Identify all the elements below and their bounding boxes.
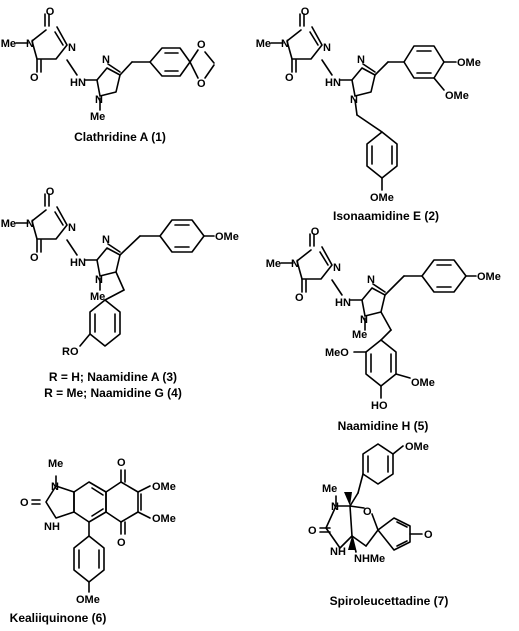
atom-me: Me	[256, 38, 271, 50]
atom-nh: NH	[44, 521, 60, 533]
atom-hn: HN	[70, 77, 86, 89]
atom-hn: HN	[335, 297, 351, 309]
atom-o: O	[30, 72, 39, 84]
bonds	[15, 13, 215, 111]
bonds	[270, 13, 457, 191]
atom-o: O	[46, 6, 55, 18]
atom-me: Me	[90, 111, 105, 123]
atom-n: N	[350, 94, 358, 106]
atom-n: N	[360, 314, 368, 326]
caption: Clathridine A (1)	[74, 130, 166, 144]
atom-n: N	[102, 54, 110, 66]
atom-n: N	[102, 234, 110, 246]
atom-n: N	[323, 42, 331, 54]
caption: Spiroleucettadine (7)	[330, 594, 449, 608]
atom-n: N	[357, 54, 365, 66]
atom-nh: NH	[330, 546, 346, 558]
caption: Kealiiquinone (6)	[10, 611, 107, 625]
bonds	[31, 469, 151, 593]
bonds	[15, 193, 215, 347]
atom-n: N	[333, 262, 341, 274]
caption-line-2: R = Me; Naamidine G (4)	[44, 386, 182, 400]
atom-n: N	[367, 274, 375, 286]
atom-o: O	[20, 497, 29, 509]
stereo-wedge	[344, 492, 352, 506]
atom-ome: OMe	[370, 192, 394, 204]
atom-o: O	[424, 529, 433, 541]
atom-o: O	[311, 226, 320, 238]
atom-o: O	[46, 186, 55, 198]
atom-oh: HO	[371, 400, 388, 412]
atom-n: N	[331, 501, 339, 513]
atom-ome: OMe	[152, 513, 176, 525]
atom-n: N	[68, 42, 76, 54]
atom-n: N	[26, 218, 34, 230]
caption-line-1: R = H; Naamidine A (3)	[49, 370, 177, 384]
atom-ome: OMe	[215, 231, 239, 243]
atom-n: N	[26, 38, 34, 50]
bonds	[319, 443, 423, 553]
atom-o: O	[308, 525, 317, 537]
compound-spiroleucettadine: OMe Me N O O O NH NHMe Spiroleucettadine…	[308, 441, 448, 608]
atom-ome: OMe	[477, 271, 501, 283]
atom-me: Me	[322, 483, 337, 495]
atom-ome: OMe	[405, 441, 429, 453]
atom-ome: MeO	[325, 347, 349, 359]
compound-naamidine-a-g: O Me N N O HN N N Me OMe RO R = H; Naami…	[1, 186, 239, 400]
atom-ome: OMe	[76, 594, 100, 606]
atom-nhme: NHMe	[354, 553, 385, 565]
atom-o: O	[197, 39, 206, 51]
atom-me: Me	[266, 258, 281, 270]
atom-o: O	[117, 537, 126, 549]
atom-n: N	[291, 258, 299, 270]
atom-me: Me	[90, 291, 105, 303]
atom-o: O	[30, 252, 39, 264]
stereo-wedge	[348, 536, 356, 550]
atom-o: O	[285, 72, 294, 84]
atom-ome: OMe	[152, 481, 176, 493]
atom-n: N	[51, 481, 59, 493]
atom-o: O	[197, 78, 206, 90]
compound-kealiiquinone: Me N O NH O O OMe OMe OMe Kealiiquinone …	[10, 457, 176, 625]
atom-o: O	[295, 292, 304, 304]
atom-ome: OMe	[457, 57, 481, 69]
atom-me: Me	[352, 329, 367, 341]
caption: Naamidine H (5)	[338, 419, 429, 433]
atom-hn: HN	[325, 77, 341, 89]
compound-isonaamidine-e: O Me N N O HN N N OMe OMe OMe Isonaamidi…	[256, 6, 481, 223]
atom-me: Me	[1, 218, 16, 230]
atom-ome: OMe	[445, 90, 469, 102]
atom-n: N	[281, 38, 289, 50]
atom-hn: HN	[70, 257, 86, 269]
atom-ome: OMe	[411, 377, 435, 389]
caption: Isonaamidine E (2)	[333, 209, 439, 223]
atom-me: Me	[48, 458, 63, 470]
atom-n: N	[95, 94, 103, 106]
atom-o: O	[117, 457, 126, 469]
atom-ro: RO	[62, 346, 79, 358]
bonds	[280, 233, 477, 399]
compound-clathridine-a: O Me N N O HN N N Me O O Clathridine A (…	[1, 6, 215, 144]
atom-o: O	[301, 6, 310, 18]
atom-n: N	[95, 274, 103, 286]
atom-me: Me	[1, 38, 16, 50]
atom-o: O	[363, 506, 372, 518]
compound-naamidine-h: O Me N N O HN N N Me OMe MeO OMe HO Naam…	[266, 226, 501, 433]
atom-n: N	[68, 222, 76, 234]
